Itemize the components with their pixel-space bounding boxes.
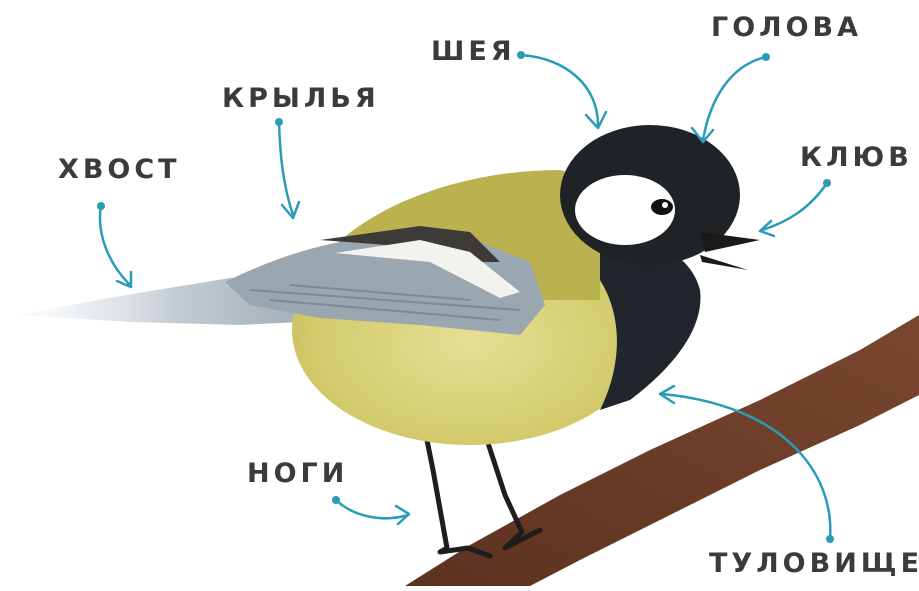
dot-head xyxy=(762,53,770,61)
dot-neck xyxy=(517,51,525,59)
label-head: ГОЛОВА xyxy=(711,14,862,41)
arrow-head xyxy=(692,57,766,142)
arrow-wings xyxy=(279,122,299,218)
label-beak: КЛЮВ xyxy=(800,144,913,171)
eye-highlight xyxy=(662,202,668,208)
label-body: ТУЛОВИЩЕ xyxy=(709,550,919,577)
arrow-beak xyxy=(760,183,827,236)
label-tail: ХВОСТ xyxy=(58,156,181,183)
dot-wings xyxy=(275,118,283,126)
dot-legs xyxy=(332,496,340,504)
label-legs: НОГИ xyxy=(247,460,348,487)
dot-tail xyxy=(97,202,105,210)
label-wings: КРЫЛЬЯ xyxy=(222,85,380,112)
eye xyxy=(651,199,673,215)
arrow-neck xyxy=(521,55,606,128)
beak xyxy=(700,232,760,252)
dot-body xyxy=(826,535,834,543)
label-neck: ШЕЯ xyxy=(431,38,516,65)
arrow-legs xyxy=(336,500,409,524)
beak-lower xyxy=(700,255,748,270)
arrow-tail xyxy=(100,206,131,287)
dot-beak xyxy=(823,179,831,187)
